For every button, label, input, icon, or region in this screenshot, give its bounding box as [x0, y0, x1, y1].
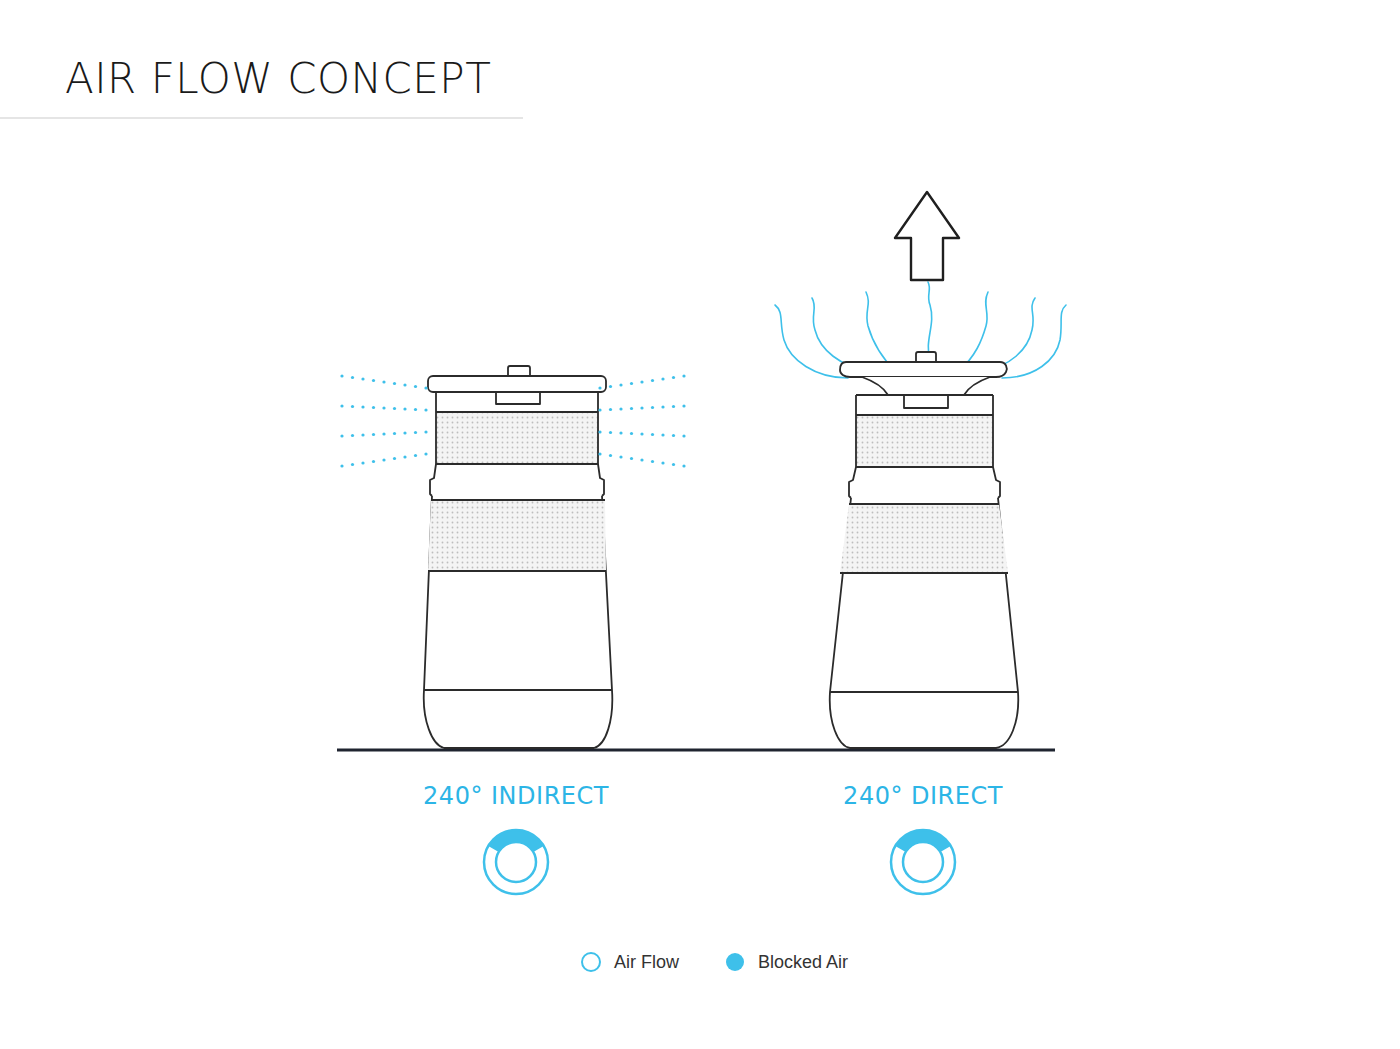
airflow-dot: [619, 383, 622, 386]
airflow-dot: [403, 407, 406, 410]
airflow-ring: [891, 830, 955, 894]
airflow-dot: [619, 455, 622, 458]
airflow-dot: [630, 382, 633, 385]
airflow-dot: [414, 385, 417, 388]
title-rule: [0, 117, 523, 119]
airflow-dot: [598, 430, 601, 433]
airflow-dot: [424, 430, 427, 433]
airflow-dot: [361, 461, 364, 464]
airflow-dot: [382, 406, 385, 409]
airflow-dot: [340, 434, 343, 437]
airflow-dot: [661, 405, 664, 408]
airflow-dot: [630, 407, 633, 410]
airflow-dot: [598, 408, 601, 411]
airflow-dot: [609, 454, 612, 457]
airflow-dot: [424, 408, 427, 411]
airflow-dot: [682, 404, 685, 407]
airflow-dot: [672, 405, 675, 408]
airflow-dot: [424, 452, 427, 455]
airflow-dot: [682, 374, 685, 377]
ring-inner: [903, 842, 943, 882]
airflow-icons: [484, 830, 955, 894]
airflow-dot: [393, 457, 396, 460]
airflow-dot: [372, 406, 375, 409]
legend-text: Blocked Air: [758, 952, 848, 973]
airflow-dot: [393, 382, 396, 385]
direct-airflow: [775, 282, 1066, 378]
airflow-dot: [630, 457, 633, 460]
airflow-dot: [414, 408, 417, 411]
airflow-dot: [651, 433, 654, 436]
airflow-dot: [361, 405, 364, 408]
ring-outer: [891, 830, 955, 894]
legend-item: Air Flow: [580, 951, 679, 973]
airflow-dot: [372, 460, 375, 463]
airflow-dot: [414, 454, 417, 457]
airflow-dot: [382, 380, 385, 383]
airflow-dot: [609, 385, 612, 388]
airflow-dot: [651, 406, 654, 409]
airflow-dot: [340, 404, 343, 407]
airflow-dot: [351, 405, 354, 408]
airflow-dot: [619, 431, 622, 434]
mode-label: 240° INDIRECT: [423, 784, 609, 808]
up-arrow: [895, 192, 959, 280]
purifier-indirect: [424, 366, 613, 748]
airflow-dot: [403, 431, 406, 434]
airflow-dot: [403, 383, 406, 386]
airflow-dot: [382, 432, 385, 435]
airflow-dot: [598, 452, 601, 455]
page-title: AIR FLOW CONCEPT: [65, 58, 491, 100]
airflow-dot: [361, 433, 364, 436]
ring-inner: [496, 842, 536, 882]
airflow-dot: [609, 431, 612, 434]
airflow-dot: [672, 376, 675, 379]
airflow-dot: [630, 432, 633, 435]
airflow-dot: [661, 377, 664, 380]
airflow-dot: [393, 407, 396, 410]
airflow-dot: [340, 374, 343, 377]
airflow-dot: [351, 463, 354, 466]
ground-line: [337, 749, 1055, 752]
airflow-dot: [682, 434, 685, 437]
airflow-dot: [414, 431, 417, 434]
airflow-dot: [619, 407, 622, 410]
airflow-dot: [424, 386, 427, 389]
purifier-direct: [830, 352, 1019, 748]
airflow-dot: [651, 379, 654, 382]
mode-label: 240° DIRECT: [843, 784, 1003, 808]
airflow-dot: [403, 455, 406, 458]
legend-item: Blocked Air: [724, 951, 848, 973]
airflow-dot: [640, 380, 643, 383]
airflow-dot: [351, 434, 354, 437]
airflow-dot: [382, 458, 385, 461]
airflow-dot: [640, 458, 643, 461]
airflow-dot: [598, 386, 601, 389]
airflow-dot: [361, 377, 364, 380]
airflow-dot: [682, 464, 685, 467]
indirect-airflow: [340, 374, 685, 467]
ring-outer: [484, 830, 548, 894]
airflow-dot: [609, 408, 612, 411]
airflow-dot: [372, 379, 375, 382]
airflow-ring: [484, 830, 548, 894]
airflow-dot: [672, 463, 675, 466]
airflow-dot: [661, 461, 664, 464]
airflow-dot: [672, 434, 675, 437]
legend-swatch: [580, 951, 602, 973]
legend-text: Air Flow: [614, 952, 679, 973]
airflow-dot: [640, 406, 643, 409]
legend-swatch: [724, 951, 746, 973]
airflow-dot: [640, 432, 643, 435]
airflow-dot: [372, 433, 375, 436]
airflow-dot: [351, 376, 354, 379]
airflow-dot: [393, 432, 396, 435]
airflow-dot: [661, 433, 664, 436]
airflow-dot: [651, 460, 654, 463]
airflow-dot: [340, 464, 343, 467]
